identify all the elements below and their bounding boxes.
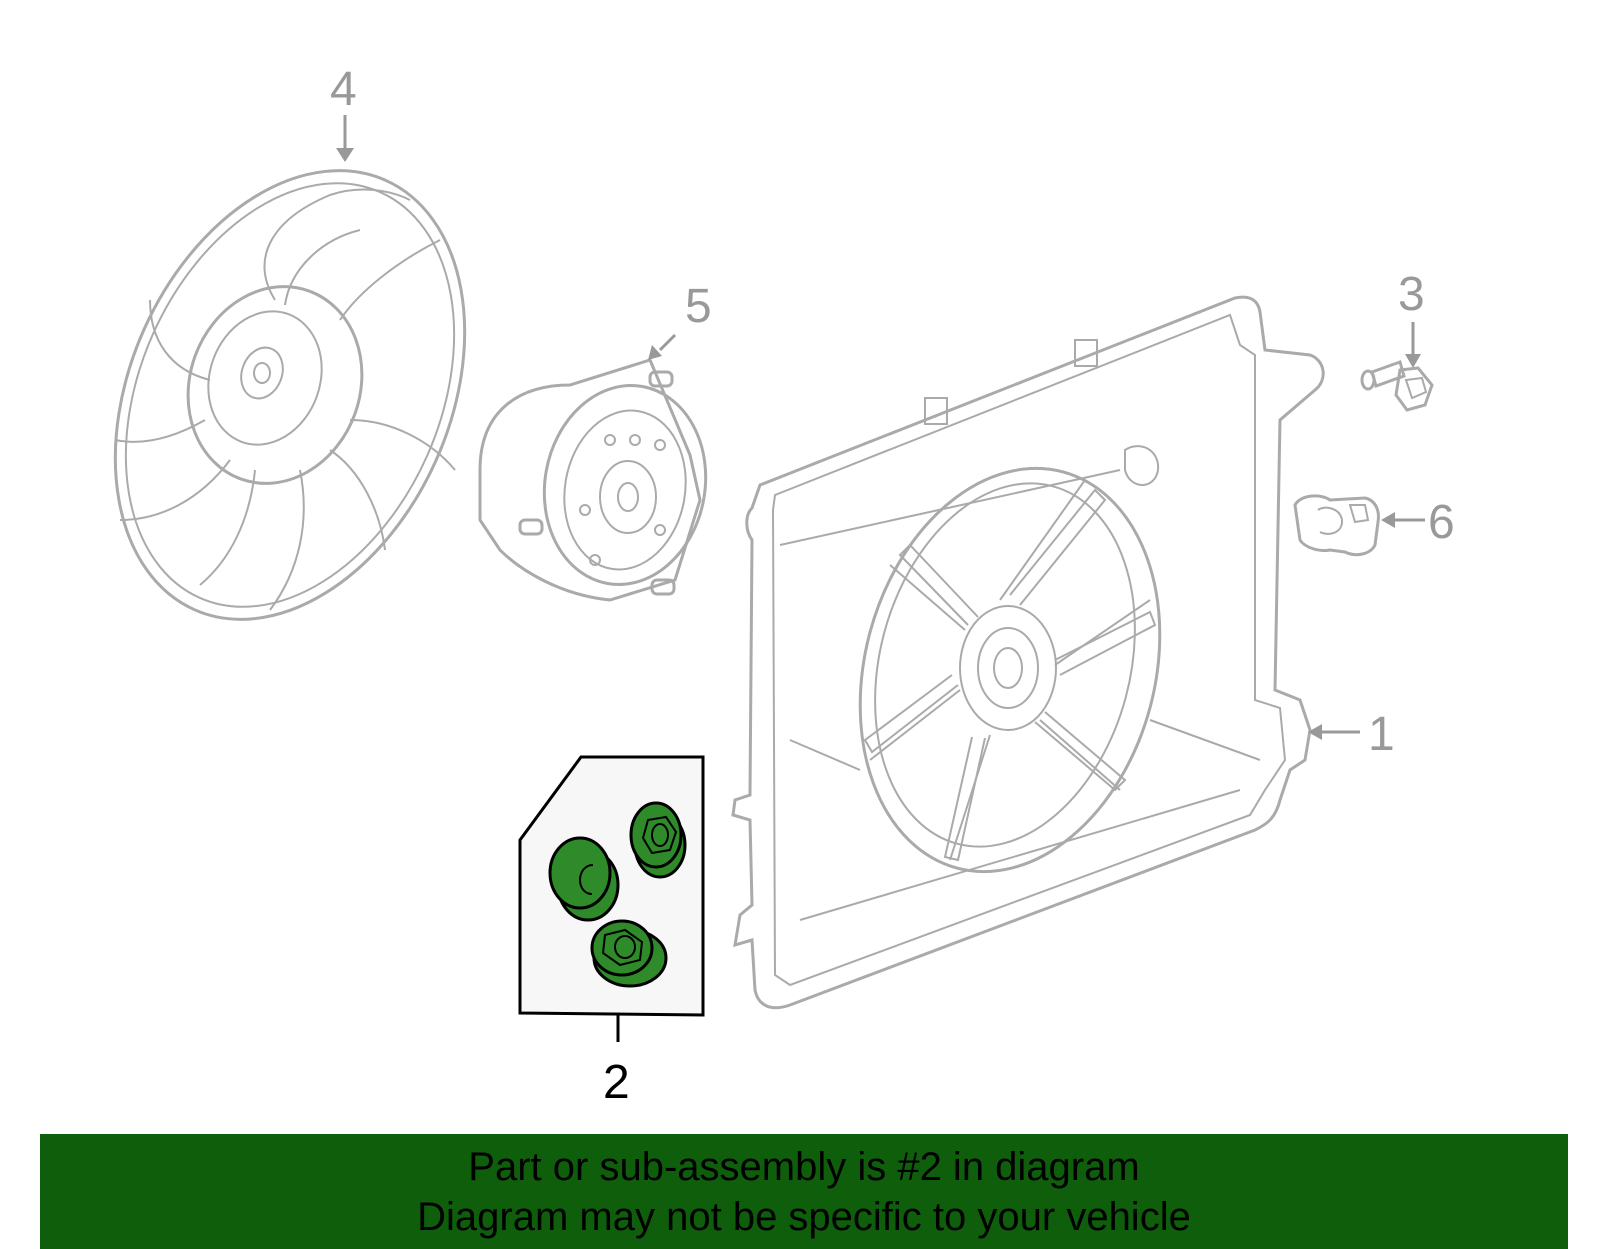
- clip-part: [1293, 494, 1380, 557]
- callout-5: 5: [685, 280, 712, 333]
- callout-4: 4: [330, 63, 357, 116]
- callout-6: 6: [1428, 496, 1455, 549]
- callout-3: 3: [1398, 268, 1425, 321]
- fan-blade-part: [113, 169, 467, 621]
- info-banner: Part or sub-assembly is #2 in diagram Di…: [40, 1134, 1568, 1249]
- fan-shroud-part: [731, 295, 1325, 1010]
- fan-motor-part: [478, 358, 708, 602]
- grommet-part: [548, 836, 620, 922]
- callout-1: 1: [1368, 708, 1395, 761]
- banner-line-1: Part or sub-assembly is #2 in diagram: [468, 1145, 1140, 1189]
- nut-part-lower: [590, 919, 668, 988]
- callout-2: 2: [603, 1056, 630, 1109]
- banner-line-2: Diagram may not be specific to your vehi…: [417, 1195, 1191, 1239]
- nut-part-upper: [629, 801, 687, 879]
- bolt-part: [1360, 360, 1434, 412]
